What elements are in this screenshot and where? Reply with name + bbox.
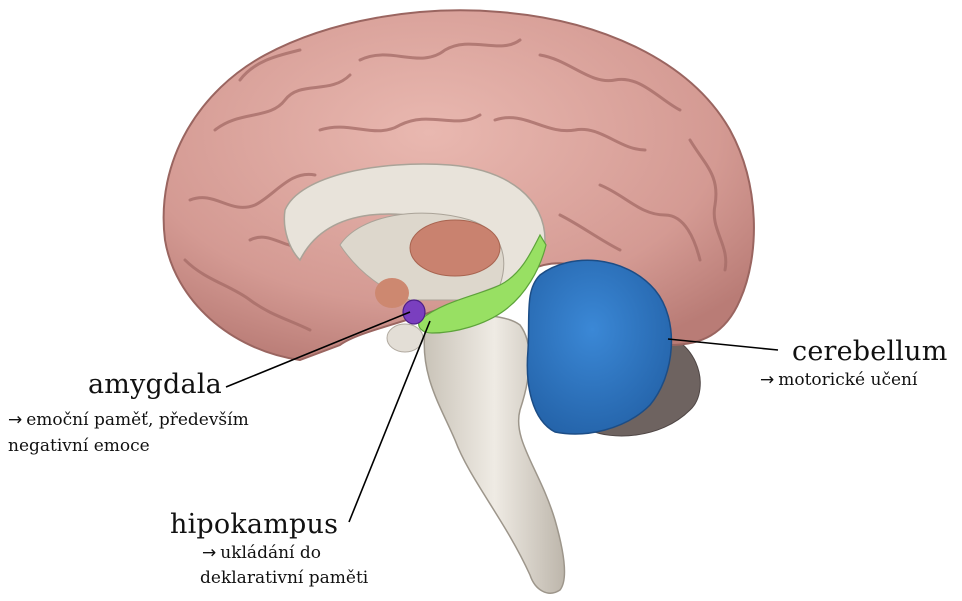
- arrow-icon: →: [202, 543, 217, 563]
- hippocampus-description-line2: deklarativní paměti: [200, 568, 369, 588]
- hypothalamus: [375, 278, 409, 308]
- cerebellum-description: →motorické učení: [760, 368, 917, 392]
- pituitary: [386, 323, 424, 353]
- thalamus: [409, 219, 501, 277]
- amygdala-description: →emoční paměť, především: [8, 408, 249, 432]
- gyri-texture: [183, 38, 728, 332]
- arrow-icon: →: [760, 370, 775, 390]
- cerebellum-label: cerebellum: [792, 336, 948, 367]
- amygdala-label: amygdala: [88, 369, 222, 400]
- hippocampus-description: →ukládání do: [202, 541, 321, 565]
- arrow-icon: →: [8, 410, 23, 430]
- cerebellum-pointer-line: [667, 338, 779, 351]
- hippocampus-pointer-line: [348, 320, 431, 523]
- hippocampus-shape: [418, 233, 547, 334]
- amygdala-pointer-line: [225, 311, 411, 388]
- amygdala-description-line2: negativní emoce: [8, 436, 150, 456]
- amygdala-shape: [402, 299, 426, 325]
- hippocampus-label: hipokampus: [170, 509, 339, 540]
- amygdala-desc-line1: emoční paměť, především: [26, 410, 249, 430]
- cerebellum-shape: [526, 259, 673, 435]
- hippocampus-desc-line1: ukládání do: [220, 543, 321, 563]
- cerebellum-desc-line1: motorické učení: [778, 370, 918, 390]
- brainstem: [423, 315, 566, 594]
